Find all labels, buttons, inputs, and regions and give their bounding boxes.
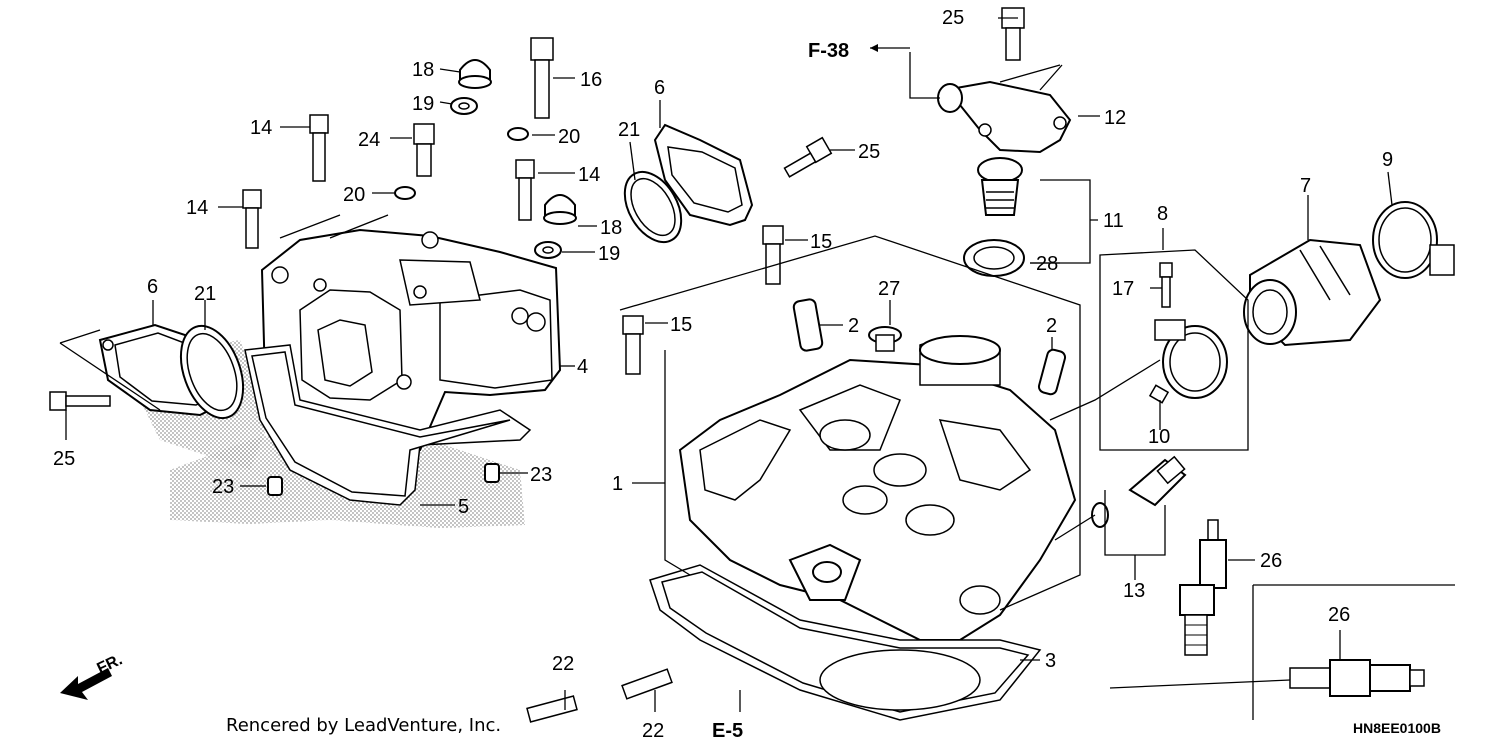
callout-24: 24 [358, 129, 380, 151]
insulator-7 [1243, 238, 1382, 347]
bolt-25-top [1001, 7, 1025, 61]
callout-9: 9 [1382, 149, 1393, 171]
callout-2: 2 [1046, 315, 1057, 337]
callout-14: 14 [578, 164, 600, 186]
diagram-code: HN8EE0100B [1353, 720, 1441, 736]
spark-plug-26-inset [1289, 659, 1425, 697]
reference-f38: F-38 [808, 40, 849, 62]
thermostat-11 [977, 157, 1023, 216]
cylinder-head-gasket-3 [649, 564, 1042, 721]
callout-22: 22 [642, 720, 664, 742]
callout-6: 6 [654, 77, 665, 99]
callout-28: 28 [1036, 253, 1058, 275]
o-ring-21-left [179, 324, 245, 420]
callout-14: 14 [186, 197, 208, 219]
callout-10: 10 [1148, 426, 1170, 448]
callout-11: 11 [1103, 210, 1124, 232]
plug-27 [868, 326, 902, 352]
thermostat-housing-12 [937, 80, 1072, 154]
cover-6-upper [653, 123, 754, 227]
callout-5: 5 [458, 496, 469, 518]
reference-e5: E-5 [712, 720, 743, 742]
bolt-25-middle [783, 136, 833, 178]
callout-26: 26 [1328, 604, 1350, 626]
callout-15: 15 [670, 314, 692, 336]
callout-8: 8 [1157, 203, 1168, 225]
bolt-16 [530, 37, 554, 119]
callout-6: 6 [147, 276, 158, 298]
callout-3: 3 [1045, 650, 1056, 672]
callout-23: 23 [212, 476, 234, 498]
front-arrow: FR. [60, 651, 125, 700]
callout-26: 26 [1260, 550, 1282, 572]
callout-4: 4 [577, 356, 588, 378]
dowel-pins-2 [792, 298, 1067, 396]
reference-f38-arrow [870, 44, 878, 52]
callout-25: 25 [858, 141, 880, 163]
callout-25: 25 [53, 448, 75, 470]
callout-numbers: 18 19 16 14 24 20 20 14 14 18 19 6 21 4 … [53, 7, 1393, 742]
callout-27: 27 [878, 278, 900, 300]
spark-plug-26 [1179, 519, 1227, 656]
bolt-25-left [49, 391, 111, 411]
o-ring-21-upper [623, 170, 683, 244]
callout-20: 20 [343, 184, 365, 206]
callout-21: 21 [618, 119, 640, 141]
callout-20: 20 [558, 126, 580, 148]
clamp-8-assembly [1148, 262, 1228, 404]
callout-17: 17 [1112, 278, 1134, 300]
callout-2: 2 [848, 315, 859, 337]
callout-16: 16 [580, 69, 602, 91]
callout-1: 1 [612, 473, 623, 495]
stud-bolts-22 [526, 668, 673, 723]
cylinder-head-1 [678, 335, 1077, 641]
callout-21: 21 [194, 283, 216, 305]
callout-7: 7 [1300, 175, 1311, 197]
credit-text: Rencered by LeadVenture, Inc. [226, 715, 501, 736]
temp-sensor-13 [1091, 455, 1187, 528]
front-label: FR. [95, 651, 126, 677]
seal-28 [963, 239, 1025, 277]
callout-19: 19 [598, 243, 620, 265]
head-cover-gasket-5 [244, 344, 532, 506]
callout-14: 14 [250, 117, 272, 139]
callout-13: 13 [1123, 580, 1145, 602]
callout-25: 25 [942, 7, 964, 29]
callout-18: 18 [600, 217, 622, 239]
bolts-15 [622, 225, 784, 375]
clamp-9 [1372, 201, 1455, 279]
bolts-14 [242, 114, 535, 249]
callout-18: 18 [412, 59, 434, 81]
leader-lines [65, 17, 1393, 712]
callout-23: 23 [530, 464, 552, 486]
bolt-24 [413, 123, 435, 177]
callout-12: 12 [1104, 107, 1126, 129]
cap-nuts-18 [458, 59, 577, 225]
callout-19: 19 [412, 93, 434, 115]
grommets-23 [267, 463, 500, 496]
washers-19-20 [394, 97, 562, 259]
callout-15: 15 [810, 231, 832, 253]
callout-22: 22 [552, 653, 574, 675]
